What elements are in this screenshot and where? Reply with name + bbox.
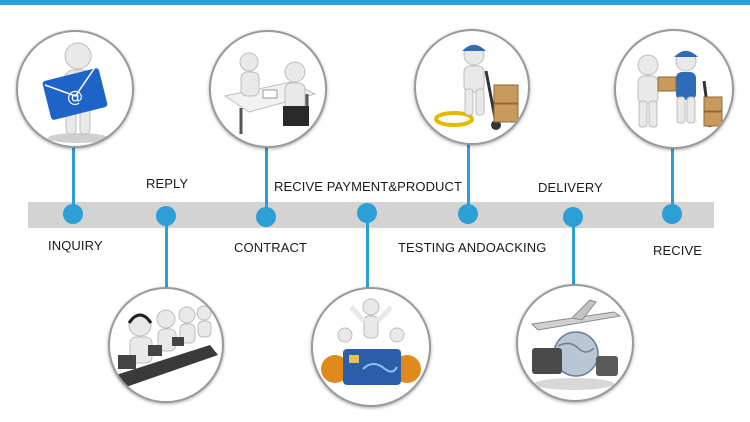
connector-contract bbox=[265, 146, 268, 216]
connector-reply bbox=[165, 216, 168, 290]
step-label-testing: TESTING ANDOACKING bbox=[398, 240, 547, 255]
timeline-dot-testing bbox=[458, 204, 478, 224]
step-label-contract: CONTRACT bbox=[234, 240, 308, 255]
call-center-agents-icon bbox=[116, 305, 218, 387]
payment-image bbox=[311, 287, 431, 407]
timeline-dot-inquiry bbox=[63, 204, 83, 224]
courier-with-hand-truck-icon bbox=[434, 44, 519, 130]
timeline-dot-reply bbox=[156, 206, 176, 226]
connector-payment bbox=[366, 214, 369, 288]
connector-recive bbox=[671, 144, 674, 214]
connector-testing bbox=[467, 142, 470, 214]
payment-card-icon bbox=[321, 298, 421, 385]
step-label-recive: RECIVE bbox=[653, 243, 703, 258]
recive-image bbox=[614, 29, 734, 149]
reply-image bbox=[108, 287, 224, 403]
email-at-symbol: @ bbox=[67, 87, 83, 106]
step-label-payment: RECIVE PAYMENT&PRODUCT bbox=[274, 179, 463, 194]
package-handover-icon bbox=[637, 50, 723, 128]
airplane-and-globe-icon bbox=[530, 299, 622, 390]
connector-inquiry bbox=[72, 140, 75, 214]
timeline-dot-recive bbox=[662, 204, 682, 224]
inquiry-image: @ bbox=[16, 30, 134, 148]
step-label-inquiry: INQUIRY bbox=[48, 238, 103, 253]
delivery-image bbox=[516, 284, 634, 402]
contract-image bbox=[209, 30, 327, 148]
person-holding-email-icon: @ bbox=[42, 42, 108, 143]
step-label-reply: REPLY bbox=[146, 176, 189, 191]
timeline-dot-payment bbox=[357, 203, 377, 223]
signing-contract-icon bbox=[223, 52, 317, 134]
connector-delivery bbox=[572, 216, 575, 286]
top-accent-line bbox=[0, 0, 750, 5]
step-label-delivery: DELIVERY bbox=[538, 180, 603, 195]
testing-image bbox=[414, 29, 530, 145]
timeline-dot-delivery bbox=[563, 207, 583, 227]
timeline-dot-contract bbox=[256, 207, 276, 227]
